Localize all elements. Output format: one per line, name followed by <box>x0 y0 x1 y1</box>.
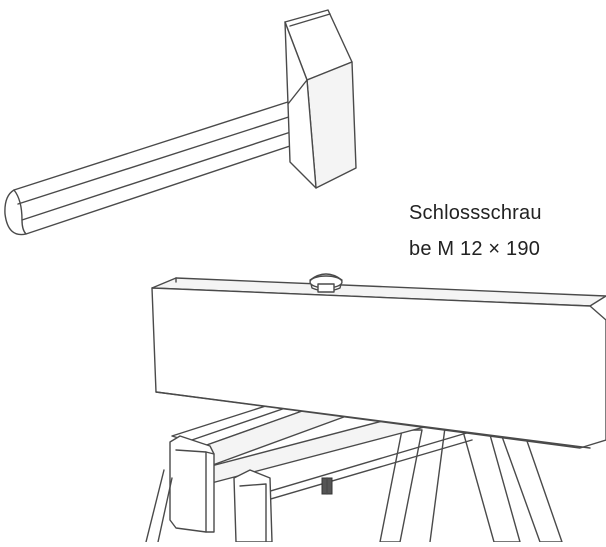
bolt-label-line-2: be M 12 × 190 <box>409 238 541 260</box>
hammer-handle <box>4 99 309 236</box>
sawhorse-front-post <box>169 435 215 533</box>
bolt-nut <box>321 477 333 495</box>
carriage-bolt-head <box>309 273 343 293</box>
sawhorse-left-leg <box>145 469 165 543</box>
hammer-head <box>284 9 357 189</box>
bolt-label-line-1: Schlossschrau <box>409 202 542 224</box>
hammer <box>4 9 357 236</box>
sawhorse-upright <box>233 469 273 543</box>
beam <box>151 277 606 449</box>
